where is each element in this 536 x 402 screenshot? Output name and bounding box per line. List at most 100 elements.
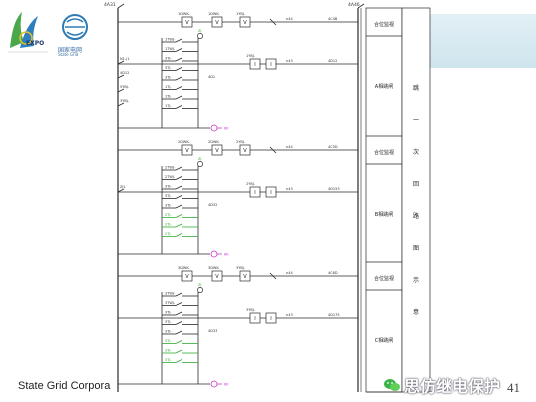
contact-blade <box>175 340 183 344</box>
node-label: n43 <box>286 313 293 317</box>
contact-label: 3TJ- <box>165 76 172 80</box>
left-branch-label: 3YBJ- <box>120 99 130 103</box>
state-table-column <box>365 7 403 393</box>
coil-box-label: I <box>270 62 271 68</box>
relay-label: 3YBJ- <box>236 266 246 270</box>
node-label: n44 <box>286 17 293 21</box>
left-branch-label: N1-J1 <box>120 57 130 61</box>
coil-box-label: I <box>254 316 255 322</box>
vertical-description-char: 示 <box>413 277 419 284</box>
indicator-label: KK <box>224 253 229 257</box>
relay-box-label: V <box>185 20 189 26</box>
coil-box <box>265 312 277 324</box>
relay-label: 3DWK- <box>178 266 190 270</box>
contact-label: 3TJ- <box>165 330 172 334</box>
relay-label: 1DWK- <box>178 12 190 16</box>
left-branch-switch <box>117 74 125 79</box>
footer-company-name: State Grid Corpora <box>18 380 111 392</box>
contact-label: 2TWJ- <box>165 175 176 179</box>
contact-label: 2TJ- <box>165 232 172 236</box>
company-name-cn: 国家电网 <box>58 47 83 54</box>
terminal-label: 4D153 <box>328 187 340 191</box>
left-branch-label: ZJ1 <box>120 185 126 189</box>
vertical-description-char: 一 <box>413 117 419 124</box>
relay-label: 3DWK- <box>208 266 220 270</box>
relay-box <box>239 16 251 28</box>
watermark: 思仿继电保护 <box>384 374 500 396</box>
left-branch-label: 5YBJ- <box>120 85 130 89</box>
contact-label: 3TJ- <box>165 204 172 208</box>
wechat-icon <box>384 379 400 391</box>
coil-label: 1YBJ- <box>246 54 256 58</box>
terminal-label: 4C6D <box>328 271 338 275</box>
top-label-left: 4A31 <box>104 2 116 8</box>
contact-blade <box>175 76 183 81</box>
contact-blade <box>175 48 183 52</box>
indicator-lamp-icon <box>210 250 218 258</box>
left-branch-switch <box>117 188 125 193</box>
terminal-label: 4D175 <box>328 313 340 317</box>
terminal-label: 4D12 <box>328 59 337 63</box>
auxiliary-relay-icon <box>197 161 203 167</box>
contact-blade <box>175 311 183 316</box>
contact-blade <box>175 105 183 109</box>
switch-contact <box>269 146 277 154</box>
contact-label: 3TJ- <box>165 66 172 70</box>
relay-label: 1DWK- <box>208 12 220 16</box>
phase-trip-label: A相跳闸 <box>375 83 393 90</box>
relay-box <box>181 144 193 156</box>
company-name-en: State Grid <box>58 52 79 57</box>
auxiliary-relay-icon <box>197 287 203 293</box>
auxiliary-relay-label: ZJ <box>198 157 201 161</box>
contact-blade <box>175 204 183 209</box>
left-branch-label: 4D12 <box>120 71 129 75</box>
phase-trip-label: B相跳闸 <box>375 211 393 218</box>
contact-blade <box>175 223 183 228</box>
state-label: 合位监视 <box>374 275 394 282</box>
device-label: 4D33 <box>208 329 217 333</box>
terminal-label: 4C4B <box>328 17 338 21</box>
relay-label: 1YBJ- <box>236 12 246 16</box>
relay-box <box>239 270 251 282</box>
left-branch-switch <box>117 60 125 65</box>
state-grid-logo-icon <box>62 14 88 40</box>
contact-blade <box>175 214 183 218</box>
contact-blade <box>175 359 183 363</box>
decorative-banner <box>430 14 536 68</box>
contact-blade <box>175 67 183 71</box>
top-label-right: 4A46 <box>348 2 360 8</box>
coil-box-label: I <box>254 190 255 196</box>
contact-blade <box>175 321 183 325</box>
relay-box-label: V <box>215 20 219 26</box>
contact-blade <box>175 95 183 100</box>
relay-label: 2DWK- <box>208 140 220 144</box>
contact-blade <box>175 330 183 335</box>
node-label: n43 <box>286 59 293 63</box>
terminal-label: 4C5D <box>328 145 338 149</box>
auxiliary-relay-label: ZJ <box>198 29 201 33</box>
contact-blade <box>175 57 183 62</box>
contact-label: 3TJ- <box>165 349 172 353</box>
contact-label: 3TWJ- <box>165 301 176 305</box>
bus-switch-left <box>117 3 125 9</box>
contact-label: 3TJ- <box>165 358 172 362</box>
switch-contact <box>269 272 277 280</box>
coil-label: 3YBJ- <box>246 308 256 312</box>
contact-blade <box>175 233 183 237</box>
indicator-label: KK <box>224 127 229 131</box>
contact-label: 2TJ- <box>165 223 172 227</box>
relay-box <box>211 16 223 28</box>
contact-blade <box>175 176 183 180</box>
coil-box <box>249 186 261 198</box>
contact-label: 1TJ- <box>165 104 172 108</box>
coil-box <box>265 186 277 198</box>
coil-box-label: I <box>270 316 271 322</box>
expo-logo-icon <box>8 12 48 53</box>
expo-label: EXPO <box>26 40 45 47</box>
relay-box <box>181 270 193 282</box>
contact-label: 2TJ- <box>165 213 172 217</box>
relay-box <box>211 144 223 156</box>
vertical-description-char: 次 <box>413 148 419 156</box>
watermark-text: 思仿继电保护 <box>404 377 501 396</box>
